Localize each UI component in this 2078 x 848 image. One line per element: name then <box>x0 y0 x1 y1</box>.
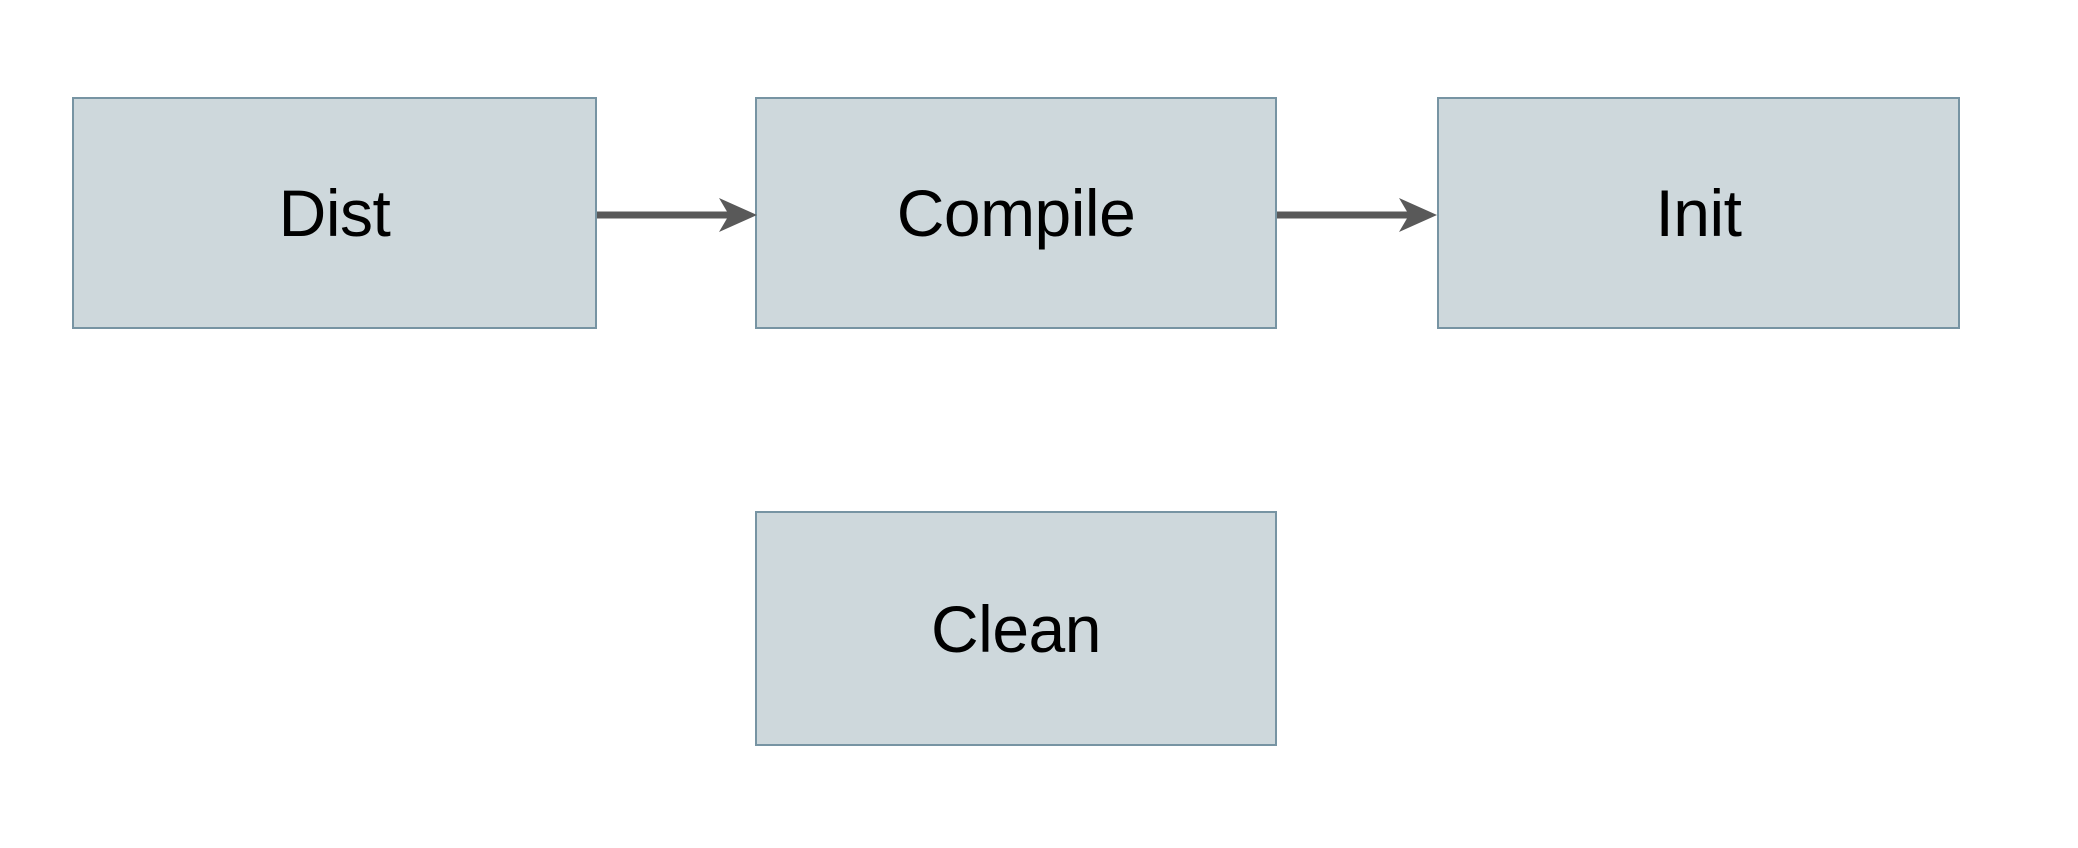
arrowhead-icon <box>1399 198 1437 232</box>
diagram-edge-compile-to-init[interactable] <box>1271 184 1443 246</box>
arrowhead-icon <box>719 198 757 232</box>
diagram-node-dist[interactable]: Dist <box>72 97 597 329</box>
diagram-node-clean[interactable]: Clean <box>755 511 1277 746</box>
node-label-compile: Compile <box>896 176 1136 250</box>
node-label-dist: Dist <box>278 176 391 250</box>
node-label-init: Init <box>1655 176 1742 250</box>
diagram-node-compile[interactable]: Compile <box>755 97 1277 329</box>
node-label-clean: Clean <box>931 591 1101 666</box>
diagram-edge-dist-to-compile[interactable] <box>591 184 763 246</box>
diagram-node-init[interactable]: Init <box>1437 97 1960 329</box>
